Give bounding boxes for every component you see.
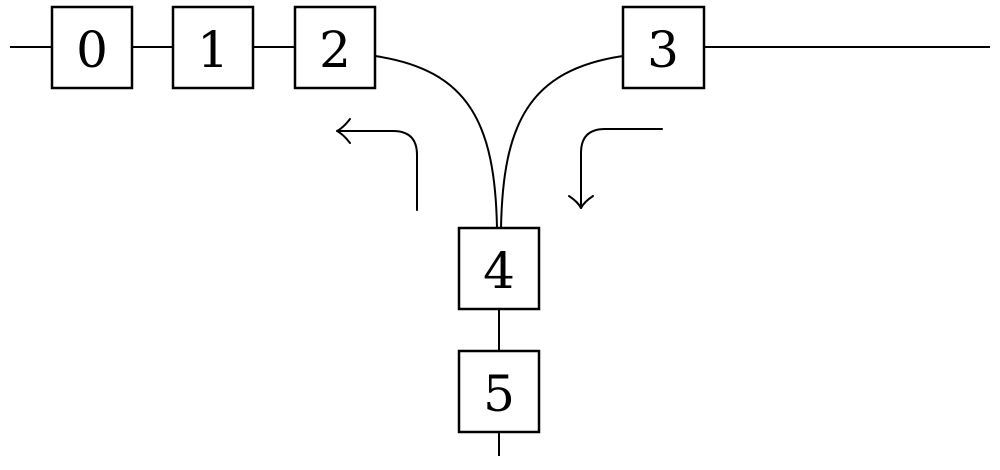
- node-3-label: 3: [647, 21, 679, 79]
- node-1: 1: [171, 5, 255, 90]
- node-0-label: 0: [76, 21, 108, 79]
- node-2-label: 2: [319, 21, 351, 79]
- node-5: 5: [457, 349, 541, 434]
- node-1-box: [171, 5, 255, 90]
- node-1-label: 1: [197, 21, 229, 79]
- node-3: 3: [621, 5, 706, 90]
- node-5-box: [457, 349, 541, 434]
- node-2-box: [293, 5, 377, 90]
- arrow-left-shaft: [336, 130, 418, 211]
- node-0-box: [50, 5, 134, 90]
- node-3-box: [621, 5, 706, 90]
- arrow-right-head: [568, 195, 594, 209]
- node-5-label: 5: [483, 365, 515, 423]
- arrow-left: [336, 118, 418, 211]
- arrow-right: [568, 128, 663, 209]
- node-0: 0: [50, 5, 134, 90]
- node-4-label: 4: [483, 242, 515, 300]
- wire-3-4: [500, 55, 624, 229]
- node-4: 4: [457, 226, 541, 311]
- node-2: 2: [293, 5, 377, 90]
- wire-2-4: [374, 55, 498, 229]
- arrow-left-head: [336, 118, 351, 144]
- node-4-box: [457, 226, 541, 311]
- arrow-right-shaft: [580, 128, 663, 209]
